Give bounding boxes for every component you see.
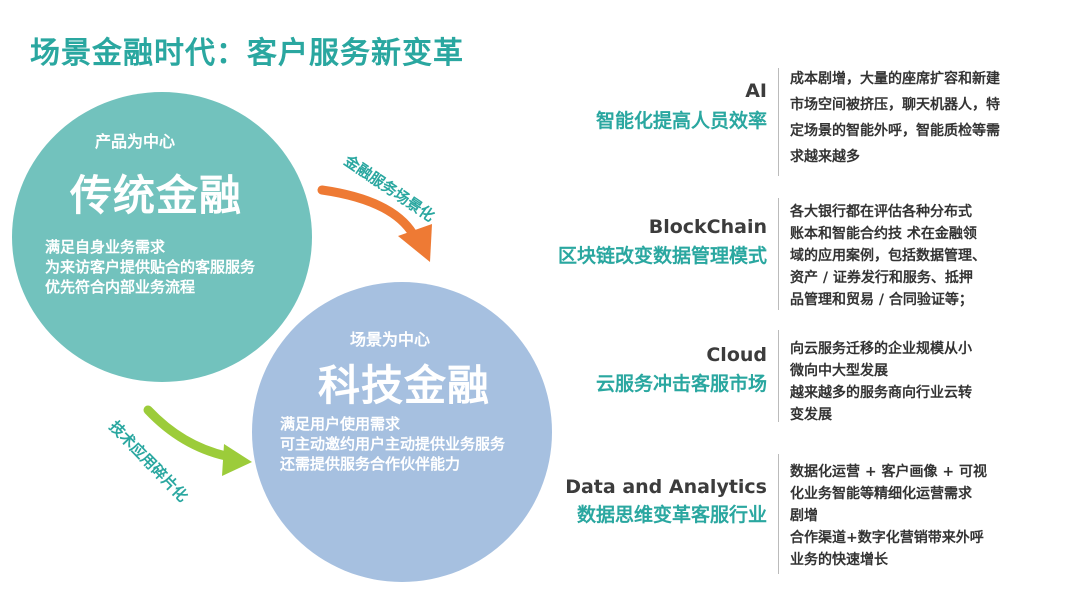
green-arrowhead-icon [222,444,252,476]
data-analytics-title: Data and Analytics [565,476,767,498]
traditional-heading: 传统金融 [70,171,243,220]
traditional-line: 满足自身业务需求 [45,238,166,256]
tech-finance-circle [252,282,552,582]
tech-line: 满足用户使用需求 [280,415,401,433]
tech-line: 可主动邀约用户主动提供业务服务 [280,435,506,453]
ai-desc-line: 成本剧增，大量的座席扩容和新建 [790,71,1000,87]
data-analytics-desc-line: 合作渠道+数字化营销带来外呼 [790,530,984,546]
cloud-subtitle: 云服务冲击客服市场 [595,373,767,395]
traditional-subtitle: 产品为中心 [95,132,176,151]
orange-arrowhead-icon [398,224,432,262]
cloud-desc-line: 向云服务迁移的企业规模从小 [790,341,972,357]
traditional-line: 优先符合内部业务流程 [45,278,196,296]
ai-desc-line: 定场景的智能外呼，智能质检等需 [790,123,1000,139]
cloud-desc-line: 微向中大型发展 [790,363,888,379]
data-analytics-desc-line: 剧增 [790,508,818,524]
blockchain-desc-line: 域的应用案例，包括数据管理、 [790,248,986,264]
data-analytics-desc-line: 业务的快速增长 [790,552,888,568]
blockchain-divider [778,198,779,310]
blockchain-desc-line: 各大银行都在评估各种分布式 [790,204,972,220]
tech-subtitle: 场景为中心 [350,330,431,349]
ai-title: AI [745,80,767,102]
data-analytics-desc-line: 数据化运营 + 客户画像 + 可视 [790,464,987,480]
blockchain-subtitle: 区块链改变数据管理模式 [557,245,767,267]
cloud-desc-line: 越来越多的服务商向行业云转 [790,385,972,401]
ai-desc-line: 求越来越多 [790,149,860,165]
ai-divider [778,68,779,176]
cloud-divider [778,330,779,422]
cloud-title: Cloud [706,344,767,366]
cloud-description: 向云服务迁移的企业规模从小 微向中大型发展 越来越多的服务商向行业云转 变发展 [790,338,1055,426]
blockchain-desc-line: 账本和智能合约技 术在金融领 [790,226,977,242]
data-analytics-description: 数据化运营 + 客户画像 + 可视 化业务智能等精细化运营需求 剧增 合作渠道+… [790,461,1055,571]
blockchain-description: 各大银行都在评估各种分布式 账本和智能合约技 术在金融领 域的应用案例，包括数据… [790,201,1055,311]
orange-arrow-icon [317,185,418,239]
cloud-desc-line: 变发展 [790,407,832,423]
ai-description: 成本剧增，大量的座席扩容和新建 市场空间被挤压，聊天机器人，特 定场景的智能外呼… [790,66,1055,170]
ai-subtitle: 智能化提高人员效率 [595,110,767,132]
traditional-finance-circle [12,92,312,382]
green-arrow-icon [143,405,231,461]
traditional-description: 满足自身业务需求 为来访客户提供贴合的客服服务 优先符合内部业务流程 [45,237,255,297]
data-analytics-divider [778,454,779,574]
data-analytics-subtitle: 数据思维变革客服行业 [576,504,767,526]
blockchain-desc-line: 资产 / 证券发行和服务、抵押 [790,270,973,286]
tech-line: 还需提供服务合作伙伴能力 [280,455,461,473]
tech-description: 满足用户使用需求 可主动邀约用户主动提供业务服务 还需提供服务合作伙伴能力 [280,414,505,474]
blockchain-desc-line: 品管理和贸易 / 合同验证等； [790,292,973,308]
tech-heading: 科技金融 [318,361,491,410]
data-analytics-desc-line: 化业务智能等精细化运营需求 [790,486,972,502]
traditional-line: 为来访客户提供贴合的客服服务 [45,258,256,276]
ai-desc-line: 市场空间被挤压，聊天机器人，特 [790,97,1000,113]
page-title: 场景金融时代：客户服务新变革 [30,36,464,71]
blockchain-title: BlockChain [648,216,767,238]
